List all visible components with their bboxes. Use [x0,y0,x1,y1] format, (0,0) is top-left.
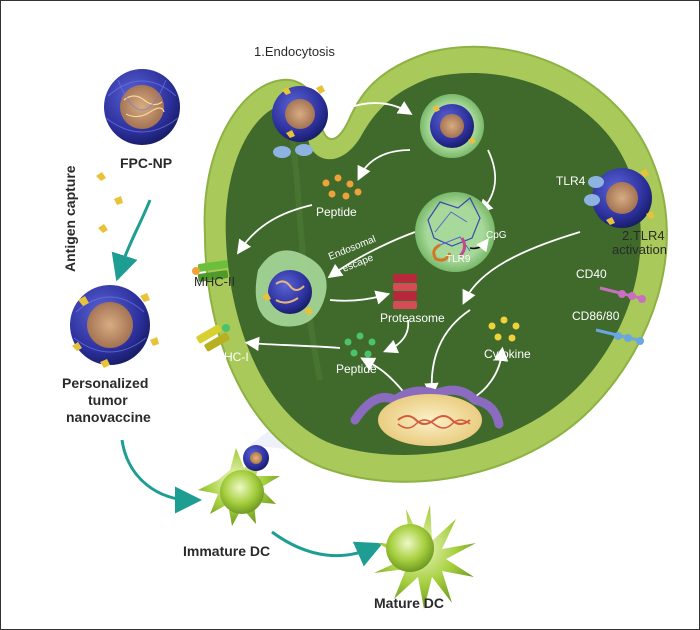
proteasome [393,274,417,309]
label-cytokine: Cytokine [484,347,531,361]
tlr4-receptor [588,176,604,188]
label-tlr4: TLR4 [556,174,586,188]
tlr9-endosome [415,192,495,272]
cd86-80-molecule [595,328,644,345]
label-peptide-bottom: Peptide [336,362,377,376]
label-tlr4-activation-2: activation [612,242,667,257]
label-personalized-3: nanovaccine [66,409,151,425]
immature-dc [198,445,280,526]
label-proteasome: Proteasome [380,311,445,325]
receptor [273,146,291,158]
arrow-nucleus-to-mhc [360,357,407,396]
arrow-to-mature-dc [271,530,383,567]
label-antigen-capture: Antigen capture [62,165,78,272]
label-tlr4-activation-1: 2.TLR4 [622,228,665,243]
arrow-antigen-capture [111,199,152,282]
nucleus [378,394,482,446]
label-mhc-i: MHC-I [214,350,249,364]
label-immature-dc: Immature DC [183,543,270,559]
label-peptide-top: Peptide [316,205,357,219]
label-fpc-np: FPC-NP [120,155,172,171]
arrow-to-immature-dc [120,439,202,514]
receptor [295,144,313,156]
endoplasmic-reticulum [350,385,504,429]
nucleus-region [350,385,504,446]
arrow-to-mhc-ii [236,204,313,255]
arrow-to-tlr9 [478,149,496,214]
tlr4-receptor [584,194,600,206]
label-mature-dc: Mature DC [374,595,444,611]
arrow-to-proteasome [329,290,391,305]
personalized-nanovaccine [70,285,159,368]
label-cd86-80: CD86/80 [572,309,620,323]
arrow-endocytosis [347,101,413,115]
arrow-to-mhc-i [244,336,341,352]
endocytosis-nanoparticle [272,85,328,158]
label-personalized-1: Personalized [62,375,148,391]
label-cd40: CD40 [576,267,607,281]
mhc-i-molecule [196,324,230,352]
arrow-to-peptide-bottom [383,319,410,354]
label-personalized-2: tumor [88,392,128,408]
label-endocytosis: 1.Endocytosis [254,44,335,59]
tlr4-nanoparticle [584,168,655,228]
late-endosome [255,250,327,327]
label-cpg: CpG [486,230,507,241]
fpc-np-nanoparticle [104,69,180,145]
peptide-cluster-top [322,174,362,200]
early-endosome [420,94,484,158]
teal-arrows [111,199,383,567]
label-tlr9: TLR9 [446,254,471,265]
peptide-cluster-bottom [344,332,376,358]
arrow-to-nucleus [424,309,471,398]
mature-dc [374,505,476,609]
free-antigens [96,172,123,233]
arrow-tlr4-signal [462,231,581,305]
mhc-ii-molecule [192,260,229,282]
arrow-endosomal-escape [327,231,416,279]
arrow-to-peptide-top [357,149,411,181]
cytokine-cluster [488,316,520,342]
pathway-arrows [236,101,581,401]
cd40-molecule [599,286,646,303]
label-mhc-ii: MHC-II [194,274,235,289]
